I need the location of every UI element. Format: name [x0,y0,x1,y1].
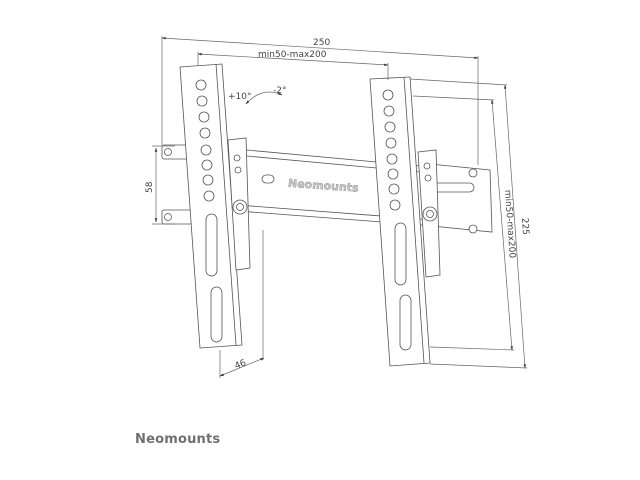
dim-tilt-down: -2° [273,86,286,96]
dim-plate-height: 58 [145,181,155,193]
dim-wall-distance: 46 [233,358,248,372]
dim-tilt-up: +10° [228,92,252,102]
etched-brand-text: Neomounts [288,177,360,195]
dim-overall-width: 250 [313,38,330,48]
dim-overall-height: 225 [519,218,530,236]
dim-horizontal-spacing: min50-max200 [258,50,327,60]
dim-vertical-spacing: min50-max200 [502,190,517,259]
left-vertical-bracket [179,63,251,349]
right-vertical-bracket [369,76,441,367]
dimension-lines [152,36,528,378]
brand-logo: Neomounts [135,432,221,447]
